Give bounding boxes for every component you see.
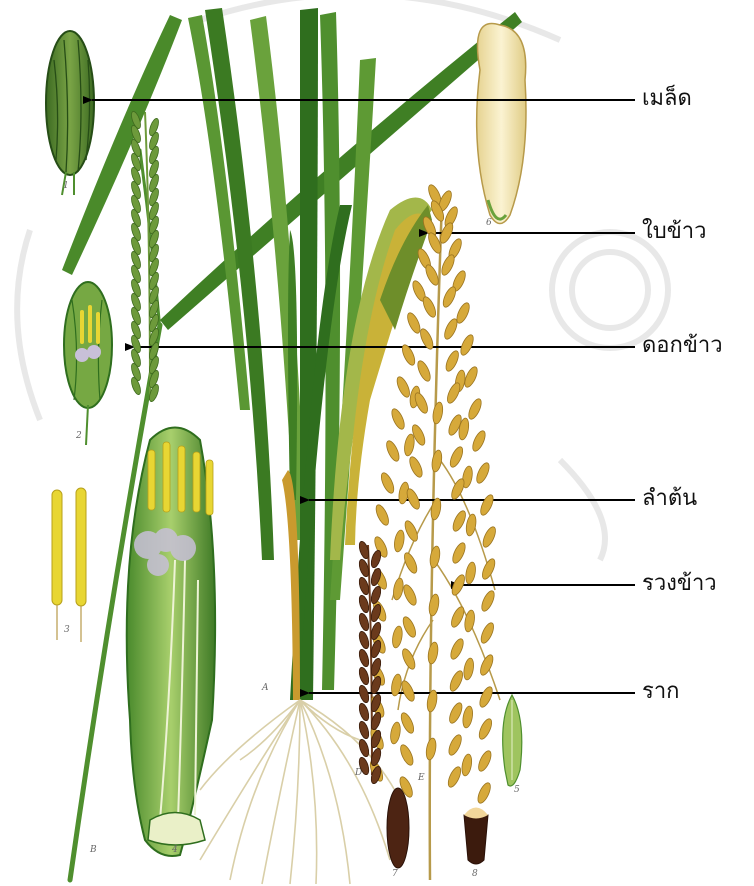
panicle-spikelets-grain <box>461 705 474 728</box>
dark-spike-spikelets-grain <box>357 612 370 632</box>
stamens-illustration <box>52 488 86 642</box>
panicle-spikelets-grain <box>374 503 391 527</box>
dark-spike-spikelets-grain <box>357 648 370 668</box>
panicle-spikelets-grain <box>477 717 494 741</box>
panicle-spikelets-grain <box>449 605 466 629</box>
fig-letter-b: B <box>89 845 97 855</box>
label-stem: ลำต้น <box>642 486 697 512</box>
panicle-spikelets-grain <box>460 753 473 776</box>
panicle-spikelets-grain <box>415 359 432 383</box>
dark-spike-spikelets-grain <box>369 549 382 569</box>
fig-letter-8: 8 <box>472 869 478 879</box>
label-leaf: ใบข้าว <box>642 219 706 245</box>
dark-spike-spikelets-grain <box>369 585 382 605</box>
panicle-spikelets-grain <box>445 381 462 405</box>
panicle-spikelets-grain <box>431 401 444 424</box>
fig-letter-7: 7 <box>392 869 398 879</box>
panicle-spikelets-grain <box>384 439 401 463</box>
panicle-spikelets-grain <box>399 711 416 735</box>
grain-illustrations <box>387 788 488 868</box>
fig-letter-4: 4 <box>171 845 178 855</box>
panicle-spikelets-grain <box>449 477 466 501</box>
flower-bud-illustration <box>64 282 112 445</box>
panicle-spikelets-grain <box>446 765 463 789</box>
panicle-spikelets-grain <box>466 397 483 421</box>
label-root: ราก <box>642 679 680 705</box>
panicle-spikelets-grain <box>425 737 438 760</box>
magnified-floret <box>127 428 215 857</box>
panicle-spikelets-grain <box>458 333 475 357</box>
panicle-spikelets-grain <box>448 637 465 661</box>
panicle-spikelets-grain <box>407 455 424 479</box>
panicle-spikelets-grain <box>464 561 477 584</box>
panicle-spikelets-grain <box>401 583 418 607</box>
fig-letter-3: 3 <box>64 625 70 635</box>
panicle-spikelets-grain <box>462 657 475 680</box>
panicle-spikelets-grain <box>470 429 487 453</box>
panicle-spikelets-grain <box>401 615 418 639</box>
roots <box>200 700 400 884</box>
label-flower: ดอกข้าว <box>642 333 723 359</box>
fig-letter-e: E <box>417 773 425 783</box>
panicle-spikelets-grain <box>389 407 406 431</box>
label-panicle: รวงข้าว <box>642 571 717 597</box>
panicle-spikelets-grain <box>393 529 406 552</box>
panicle-spikelets-grain <box>477 685 494 709</box>
fig-letter-6: 6 <box>486 218 492 228</box>
panicle-spikelets-grain <box>476 749 493 773</box>
panicle-spikelets-grain <box>431 449 444 472</box>
panicle-spikelets-grain <box>474 461 491 485</box>
kernel-illustration <box>477 23 526 223</box>
panicle-spikelets-grain <box>421 295 438 319</box>
panicle-spikelets-grain <box>423 263 440 287</box>
fig-letter-a: A <box>261 683 269 693</box>
panicle-spikelets-grain <box>395 375 412 399</box>
panicle-spikelets-grain <box>391 625 404 648</box>
dark-spike-spikelets-grain <box>357 666 370 686</box>
panicle-spikelets-grain <box>389 721 402 744</box>
panicle-spikelets-grain <box>442 317 459 341</box>
panicle-spikelets-grain <box>405 311 422 335</box>
dark-spike-spikelets-grain <box>357 594 370 614</box>
label-seed: เมล็ด <box>642 86 692 112</box>
fig-letter-1: 1 <box>63 181 69 191</box>
panicle-spikelets-grain <box>451 509 468 533</box>
seed-illustration <box>46 31 94 195</box>
panicle-spikelets-grain <box>379 471 396 495</box>
panicle-spikelets-grain <box>441 285 458 309</box>
panicle-spikelets-grain <box>427 641 440 664</box>
dark-spike-spikelets-grain <box>357 630 370 650</box>
panicle-spikelets-grain <box>478 493 495 517</box>
panicle-spikelets-grain <box>448 445 465 469</box>
panicle-spikelets-grain <box>480 557 497 581</box>
fig-letter-5: 5 <box>514 785 520 795</box>
panicle-spikelets-grain <box>479 621 496 645</box>
panicle-spikelets-grain <box>403 519 420 543</box>
panicle-spikelets-grain <box>479 589 496 613</box>
panicle-spikelets-grain <box>450 541 467 565</box>
panicle-spikelets-grain <box>478 653 495 677</box>
dark-spike-spikelets-grain <box>357 702 370 722</box>
panicle-spikelets-grain <box>392 577 405 600</box>
panicle-spikelets-grain <box>429 545 442 568</box>
panicle-spikelets-grain <box>398 743 415 767</box>
dark-spike-spikelets-grain <box>357 738 370 758</box>
panicle-spikelets-grain <box>448 669 465 693</box>
dark-spike-spikelets-grain <box>357 720 370 740</box>
panicle-spikelets-grain <box>481 525 498 549</box>
panicle-spikelets-grain <box>444 349 461 373</box>
husk-illustration <box>503 695 522 786</box>
fig-letter-2: 2 <box>75 431 82 441</box>
flower-spike-spikelets <box>130 110 161 402</box>
panicle-spikelets-grain <box>475 781 492 805</box>
panicle-spikelets-grain <box>428 593 441 616</box>
panicle-spikelets-grain <box>439 253 456 277</box>
panicle-spikelets-grain <box>465 513 478 536</box>
panicle-spikelets-grain <box>446 733 463 757</box>
panicle-spikelets-grain <box>447 701 464 725</box>
panicle-spikelets-grain <box>403 433 416 456</box>
